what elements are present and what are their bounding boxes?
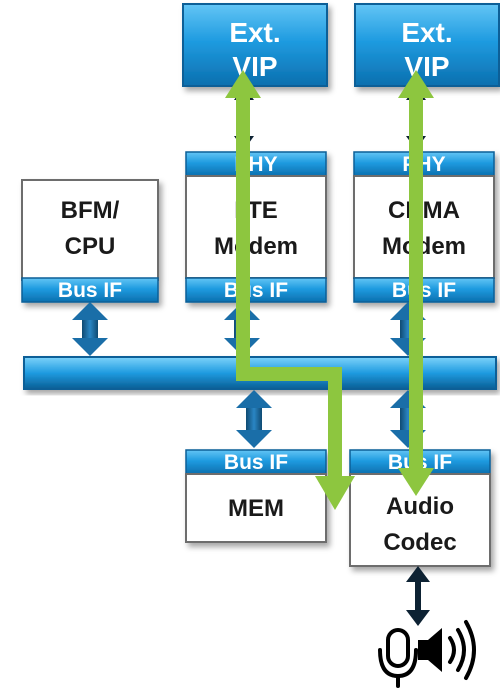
- bfm-bus-if-label: Bus IF: [58, 279, 122, 302]
- audio-codec-line2: Codec: [383, 529, 456, 556]
- lte-modem-line2: Modem: [214, 233, 298, 260]
- green-path-lte-to-mem: [225, 70, 355, 510]
- audio-codec-line1: Audio: [386, 493, 454, 520]
- cdma-modem-module: [353, 151, 495, 303]
- ext-vip-left-box: Ext. VIP: [182, 3, 328, 87]
- bfm-cpu-module: [21, 179, 159, 303]
- audio-io-arrow: [406, 566, 430, 626]
- ext-vip-left-line1: Ext.: [229, 17, 280, 48]
- lte-bus-if-label: Bus IF: [224, 279, 288, 302]
- bus-arrow-bfm: [72, 302, 108, 356]
- bfm-cpu-line2: CPU: [65, 233, 116, 260]
- mem-bus-if-label: Bus IF: [224, 451, 288, 474]
- cdma-modem-line1: CDMA: [388, 197, 460, 224]
- mem-label: MEM: [228, 495, 284, 522]
- mem-module: [185, 449, 327, 543]
- cdma-phy-label: PHY: [402, 153, 445, 176]
- ext-vip-right-line2: VIP: [404, 51, 449, 82]
- ext-vip-right-box: Ext. VIP: [354, 3, 500, 87]
- bus-arrow-mem: [236, 390, 272, 448]
- cdma-bus-if-label: Bus IF: [392, 279, 456, 302]
- cdma-modem-line2: Modem: [382, 233, 466, 260]
- microphone-icon: [378, 628, 418, 688]
- lte-modem-module: [185, 151, 327, 303]
- speaker-icon: [418, 620, 476, 680]
- bfm-cpu-line1: BFM/: [61, 197, 120, 224]
- ext-vip-right-line1: Ext.: [401, 17, 452, 48]
- green-path-cdma-to-audio: [398, 70, 434, 496]
